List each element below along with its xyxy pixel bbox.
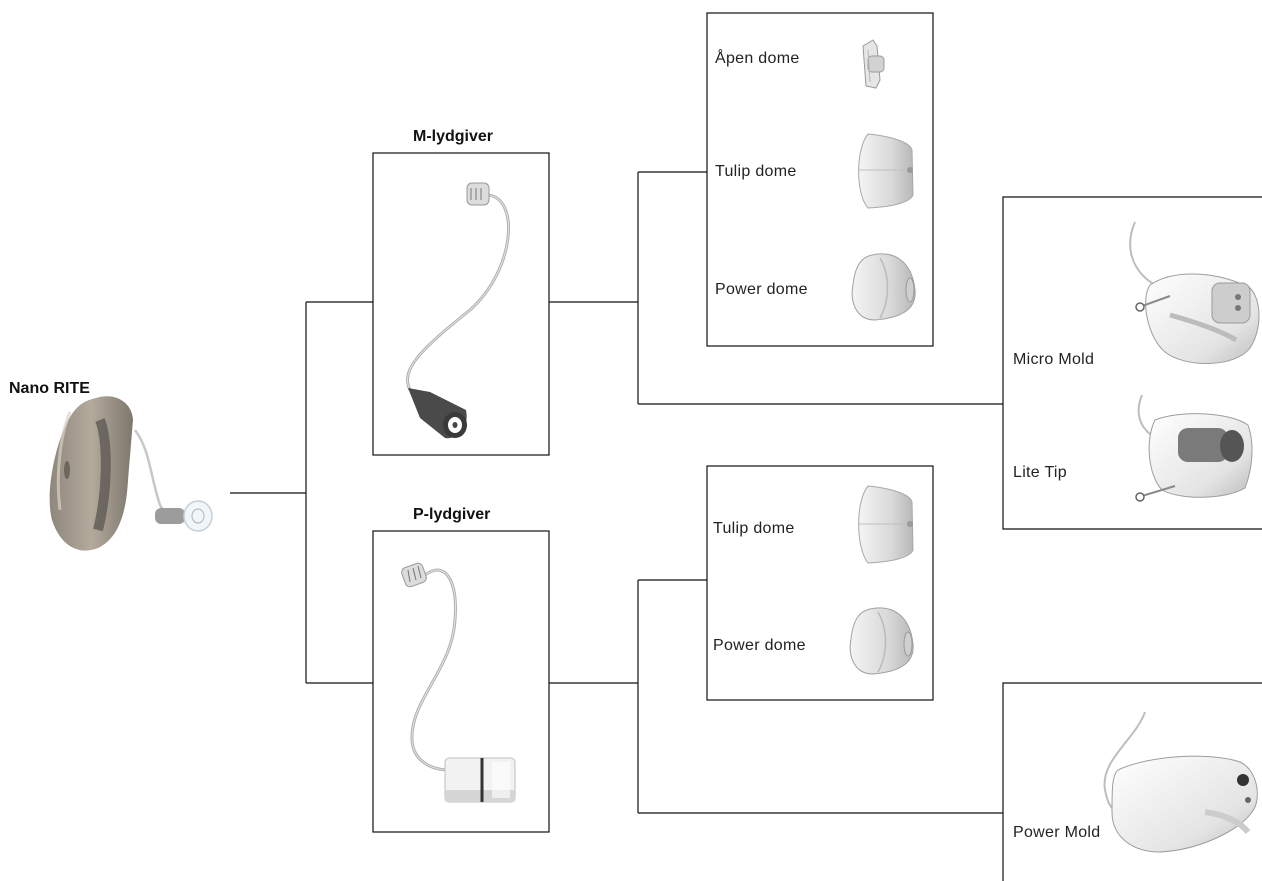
molds-upper-box (1002, 196, 1262, 530)
m-receiver-box (372, 152, 550, 456)
m-domes-box (706, 12, 934, 347)
power-dome-icon (851, 253, 916, 321)
p-receiver-box (372, 530, 550, 833)
lite-tip-label: Lite Tip (1013, 464, 1067, 481)
micro-mold-icon (1129, 221, 1260, 365)
power-mold-icon (1103, 711, 1258, 853)
lite-tip-icon (1135, 394, 1253, 502)
molds-lower-box (1002, 682, 1262, 881)
tulip-dome-icon (858, 133, 914, 209)
p-dome-power-label: Power dome (713, 637, 806, 654)
p-domes-box (706, 465, 934, 701)
p-receiver-title: P-lydgiver (413, 506, 491, 523)
open-dome-icon (862, 39, 885, 89)
m-dome-tulip-label: Tulip dome (715, 163, 797, 180)
micro-mold-label: Micro Mold (1013, 351, 1095, 368)
hearing-aid-icon (49, 396, 213, 551)
p-receiver-icon (401, 562, 516, 803)
connector-lines (230, 171, 1003, 814)
p-dome-tulip-label: Tulip dome (713, 520, 795, 537)
nano-rite-title: Nano RITE (9, 380, 90, 397)
m-dome-open-label: Åpen dome (715, 50, 800, 67)
tulip-dome-icon (858, 485, 914, 564)
power-mold-label: Power Mold (1013, 824, 1101, 841)
m-receiver-title: M-lydgiver (413, 128, 494, 145)
m-receiver-icon (406, 182, 510, 439)
m-dome-power-label: Power dome (715, 281, 808, 298)
power-dome-icon (849, 607, 914, 675)
